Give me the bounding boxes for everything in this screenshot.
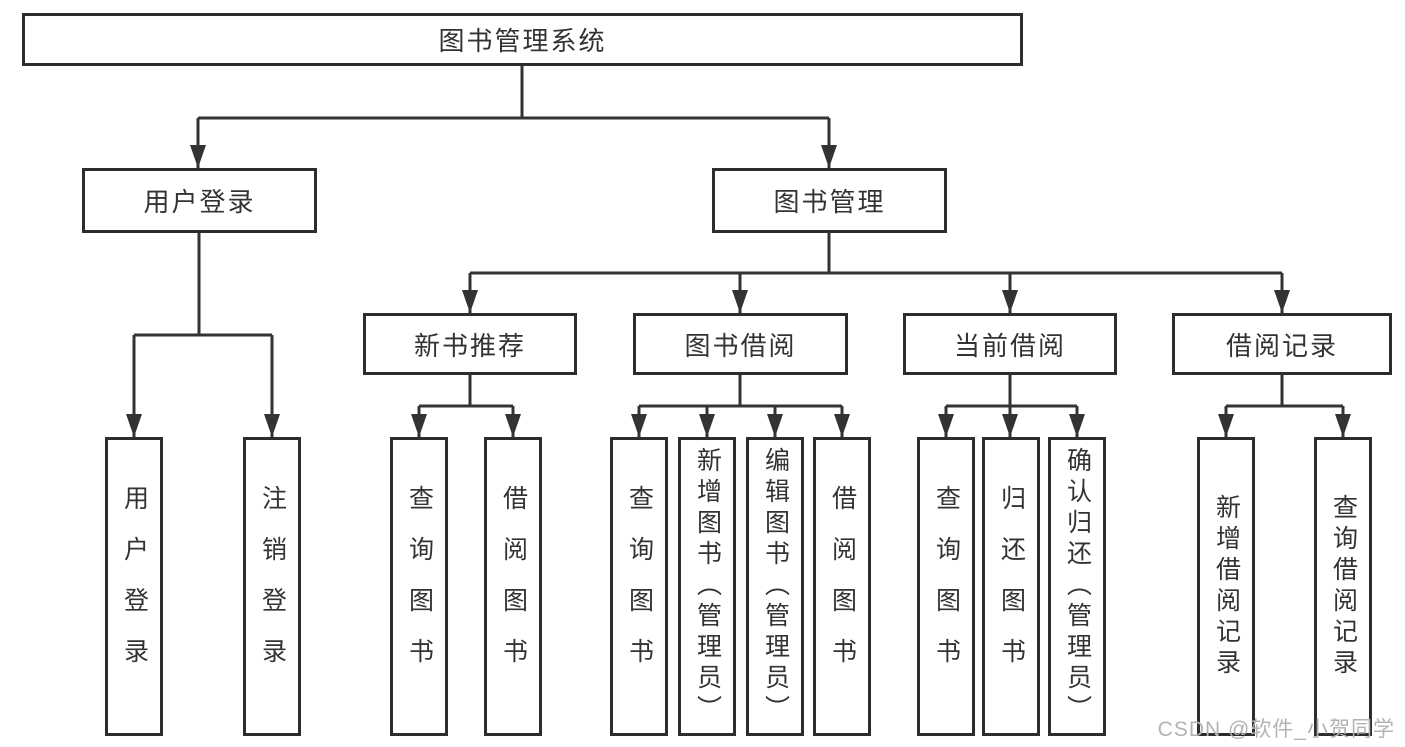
new-book-recommend-node: 新书推荐 xyxy=(363,313,577,375)
leaf-query-books-3-label: 查询图书 xyxy=(932,484,961,689)
arrow-down-icon xyxy=(1069,414,1085,437)
leaf-query-books-3-node: 查询图书 xyxy=(917,437,975,736)
current-borrowing-label: 当前借阅 xyxy=(953,330,1066,361)
arrow-down-icon xyxy=(1218,414,1234,437)
leaf-add-books-admin-node: 新增图书（管理员） xyxy=(678,437,736,736)
root-label: 图书管理系统 xyxy=(438,26,607,56)
connector-line-borrowing-records xyxy=(1224,375,1345,437)
leaf-borrow-books-1-label: 借阅图书 xyxy=(499,484,528,689)
connector-line-book-borrowing xyxy=(637,375,844,437)
leaf-query-books-1-label: 查询图书 xyxy=(405,484,434,689)
arrow-down-icon xyxy=(411,414,427,437)
leaf-confirm-return-admin-node: 确认归还（管理员） xyxy=(1048,437,1106,736)
arrow-down-icon xyxy=(631,414,647,437)
leaf-query-books-2-node: 查询图书 xyxy=(610,437,668,736)
leaf-return-books-node: 归还图书 xyxy=(982,437,1040,736)
leaf-query-books-1-node: 查询图书 xyxy=(390,437,448,736)
connector-line-book-management xyxy=(468,233,1284,313)
leaf-logout-label: 注销登录 xyxy=(258,484,287,689)
leaf-edit-books-admin-node: 编辑图书（管理员） xyxy=(746,437,804,736)
leaf-borrow-books-2-node: 借阅图书 xyxy=(813,437,871,736)
arrow-down-icon xyxy=(821,145,837,168)
arrow-down-icon xyxy=(699,414,715,437)
leaf-query-borrow-record-node: 查询借阅记录 xyxy=(1314,437,1372,736)
connector-line-user-login xyxy=(132,233,274,437)
borrowing-records-node: 借阅记录 xyxy=(1172,313,1392,375)
arrow-down-icon xyxy=(1002,414,1018,437)
book-borrowing-node: 图书借阅 xyxy=(633,313,848,375)
leaf-borrow-books-2-label: 借阅图书 xyxy=(828,484,857,689)
book-management-label: 图书管理 xyxy=(773,187,886,217)
user-login-node: 用户登录 xyxy=(82,168,317,233)
leaf-logout-node: 注销登录 xyxy=(243,437,301,736)
user-login-label: 用户登录 xyxy=(143,187,256,217)
arrow-down-icon xyxy=(732,290,748,313)
leaf-query-books-2-label: 查询图书 xyxy=(625,484,654,689)
arrow-down-icon xyxy=(462,290,478,313)
borrowing-records-label: 借阅记录 xyxy=(1225,330,1338,361)
arrow-down-icon xyxy=(190,145,206,168)
connector-line-new-book-recommend xyxy=(417,375,515,437)
book-management-node: 图书管理 xyxy=(712,168,947,233)
leaf-confirm-return-admin-label: 确认归还（管理员） xyxy=(1063,447,1092,726)
root-node: 图书管理系统 xyxy=(22,13,1023,66)
book-borrowing-label: 图书借阅 xyxy=(684,330,797,361)
new-book-recommend-label: 新书推荐 xyxy=(413,330,526,361)
arrow-down-icon xyxy=(505,414,521,437)
leaf-add-books-admin-label: 新增图书（管理员） xyxy=(693,447,722,726)
arrow-down-icon xyxy=(767,414,783,437)
arrow-down-icon xyxy=(126,414,142,437)
connector-line-root xyxy=(196,66,831,168)
leaf-return-books-label: 归还图书 xyxy=(997,484,1026,689)
leaf-add-borrow-record-node: 新增借阅记录 xyxy=(1197,437,1255,736)
leaf-edit-books-admin-label: 编辑图书（管理员） xyxy=(761,447,790,726)
leaf-user-login-label: 用户登录 xyxy=(120,484,149,689)
leaf-query-borrow-record-label: 查询借阅记录 xyxy=(1329,493,1358,680)
arrow-down-icon xyxy=(1002,290,1018,313)
leaf-add-borrow-record-label: 新增借阅记录 xyxy=(1212,493,1241,680)
arrow-down-icon xyxy=(938,414,954,437)
csdn-watermark: CSDN @软件_小贺同学 xyxy=(1157,718,1395,741)
current-borrowing-node: 当前借阅 xyxy=(903,313,1117,375)
leaf-borrow-books-1-node: 借阅图书 xyxy=(484,437,542,736)
arrow-down-icon xyxy=(1335,414,1351,437)
arrow-down-icon xyxy=(1274,290,1290,313)
leaf-user-login-node: 用户登录 xyxy=(105,437,163,736)
arrow-down-icon xyxy=(264,414,280,437)
arrow-down-icon xyxy=(834,414,850,437)
